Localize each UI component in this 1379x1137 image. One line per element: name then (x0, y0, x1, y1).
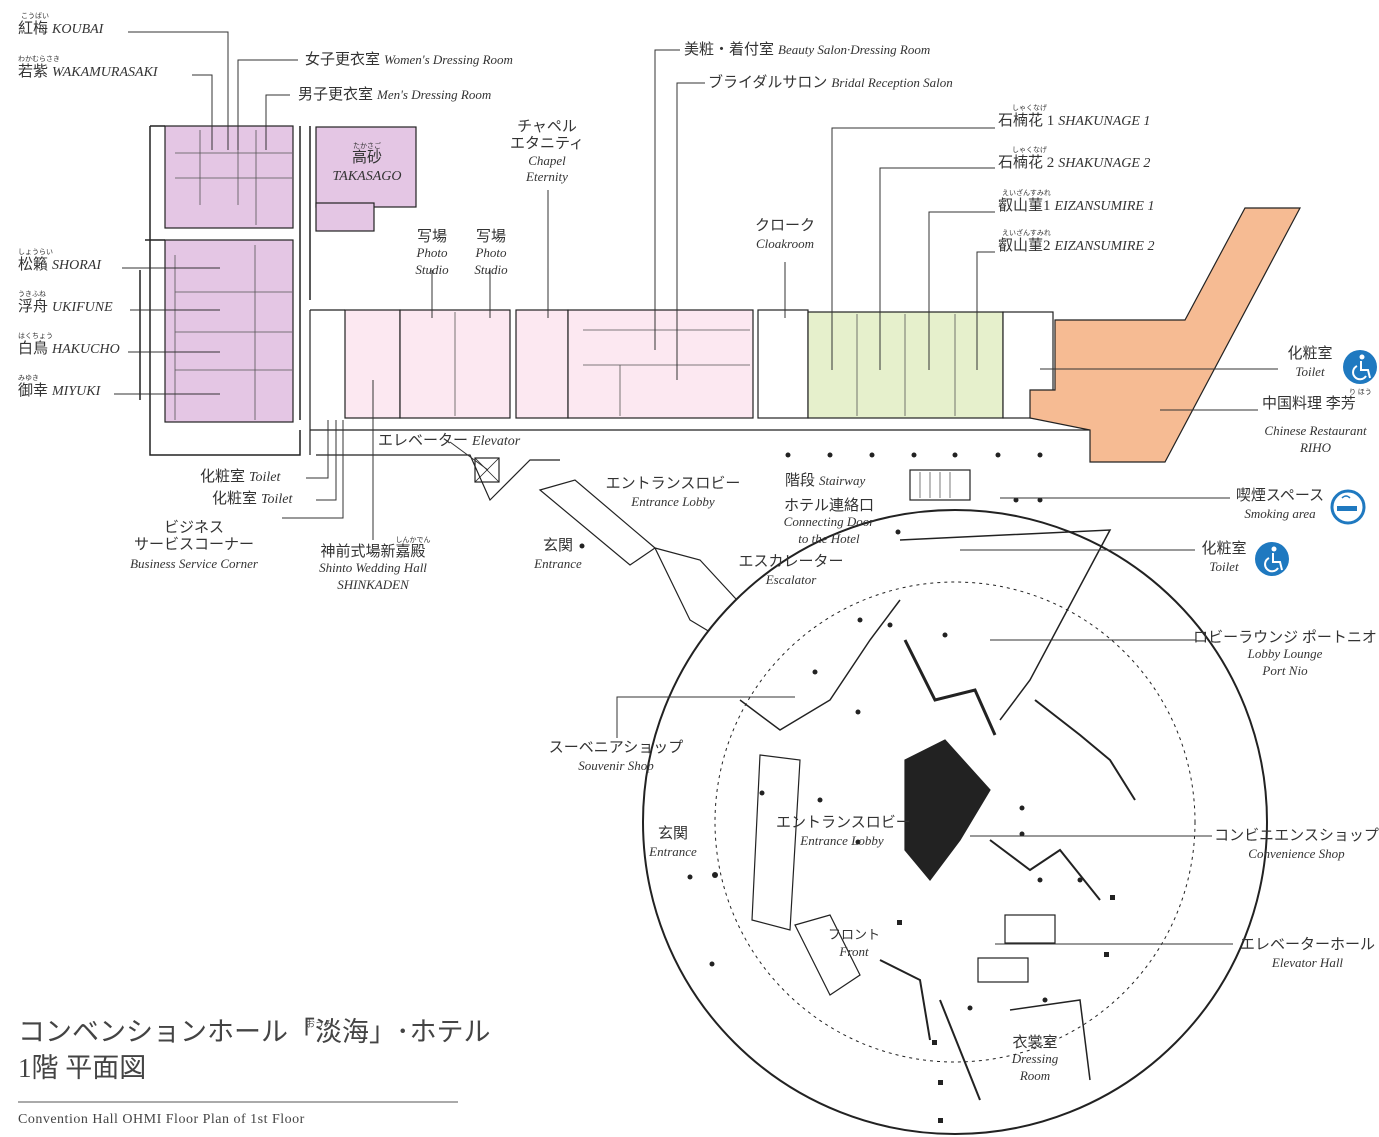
room-cloakroom (757, 309, 809, 419)
room-shorai-miyuki (164, 239, 294, 423)
label-hakucho: はくちょう 白鳥 HAKUCHO (18, 332, 120, 357)
room-koubai-wakamurasaki (164, 125, 294, 229)
label-front: フロント Front (827, 927, 880, 959)
label-wakamurasaki: わかむらさき 若紫 WAKAMURASAKI (18, 55, 158, 80)
label-beauty-salon: 美粧・着付室 Beauty Salon·Dressing Room (684, 42, 931, 58)
label-men-dressing: 男子更衣室 Men's Dressing Room (298, 87, 492, 103)
label-toilet-east: 化粧室 Toilet (1287, 346, 1333, 380)
elevator-group-1 (1004, 914, 1056, 944)
no-smoking-area-icon (1330, 489, 1366, 525)
label-entrance-convention: 玄関 Entrance (534, 538, 582, 572)
label-shinkaden: しんかでん 神前式場新嘉殿 Shinto Wedding Hall SHINKA… (319, 536, 431, 593)
room-takasago (315, 126, 417, 208)
label-shakunage-1: しゃくなげ 石楠花 1 SHAKUNAGE 1 (998, 104, 1151, 129)
label-elevator: エレベーター Elevator (378, 433, 521, 449)
label-miyuki: みゆき 御幸 MIYUKI (18, 374, 101, 399)
label-business-corner: ビジネス サービスコーナー Business Service Corner (130, 520, 258, 571)
label-chinese-restaurant-en: Chinese Restaurant RIHO (1264, 424, 1367, 455)
label-ukifune: うきふね 浮舟 UKIFUNE (18, 290, 113, 315)
label-shorai: しょうらい 松籟 SHORAI (18, 248, 102, 273)
label-bridal-salon: ブライダルサロン Bridal Reception Salon (708, 75, 953, 91)
escalator-block (904, 739, 991, 881)
map-subtitle: Convention Hall OHMI Floor Plan of 1st F… (18, 1112, 305, 1127)
wheelchair-icon (1343, 350, 1377, 384)
label-takasago: たかさご 高砂 TAKASAGO (332, 142, 402, 185)
label-lobby-lounge: ロビーラウンジ ポートニオ Lobby Lounge Port Nio (1193, 630, 1377, 679)
label-toilet-a: 化粧室 Toilet (200, 469, 281, 485)
label-stairway: 階段 Stairway (785, 473, 866, 489)
label-dressing-room-hotel: 衣裳室 Dressing Room (1011, 1035, 1059, 1084)
label-chapel: チャペル エタニティ Chapel Eternity (509, 119, 585, 185)
label-toilet-b: 化粧室 Toilet (212, 491, 293, 507)
room-beauty-bridal (567, 309, 754, 419)
label-eizansumire-1: えいざんすみれ 叡山菫1 EIZANSUMIRE 1 (998, 189, 1155, 214)
title-line-2: 1階 平面図 (18, 1053, 147, 1083)
label-elevator-hall: エレベーターホール Elevator Hall (1239, 937, 1375, 971)
room-shakunage-eizansumire (807, 311, 1004, 419)
label-shakunage-2: しゃくなげ 石楠花 2 SHAKUNAGE 2 (998, 146, 1151, 171)
room-chapel (515, 309, 569, 419)
label-eizansumire-2: えいざんすみれ 叡山菫2 EIZANSUMIRE 2 (998, 229, 1155, 254)
label-chinese-restaurant: り ほう 中国料理 李芳 (1262, 388, 1372, 412)
label-smoking-area: 喫煙スペース Smoking area (1235, 488, 1325, 522)
title-ruby: おうみ (306, 1019, 334, 1029)
label-toilet-hotel: 化粧室 Toilet (1201, 541, 1247, 575)
label-entrance-lobby-hotel: エントランスロビー Entrance Lobby (776, 815, 911, 849)
label-entrance-hotel: 玄関 Entrance (649, 826, 697, 860)
room-chinese-restaurant (1029, 207, 1301, 463)
label-souvenir-shop: スーベニアショップ Souvenir Shop (548, 740, 684, 774)
label-entrance-lobby-convention: エントランスロビー Entrance Lobby (605, 476, 741, 510)
elevator-group-2 (977, 957, 1029, 983)
label-escalator: エスカレーター Escalator (738, 554, 844, 588)
label-photo-studio-2: 写場 Photo Studio (474, 229, 508, 278)
wheelchair-icon (1255, 542, 1289, 576)
elevator-shaft (474, 457, 500, 483)
label-cloakroom: クローク Cloakroom (754, 218, 815, 252)
label-koubai: こうばい 紅梅 KOUBAI (18, 12, 104, 37)
title-line-1: コンベンションホール「淡海」･ホテル (18, 1017, 491, 1047)
label-women-dressing: 女子更衣室 Women's Dressing Room (305, 52, 513, 68)
label-connecting-door: ホテル連絡口 Connecting Door to the Hotel (783, 498, 875, 547)
label-convenience-shop: コンビニエンスショップ Convenience Shop (1214, 828, 1379, 862)
label-photo-studio-1: 写場 Photo Studio (415, 229, 449, 278)
map-title: おうみ コンベンションホール「淡海」･ホテル 1階 平面図 (18, 1014, 491, 1086)
